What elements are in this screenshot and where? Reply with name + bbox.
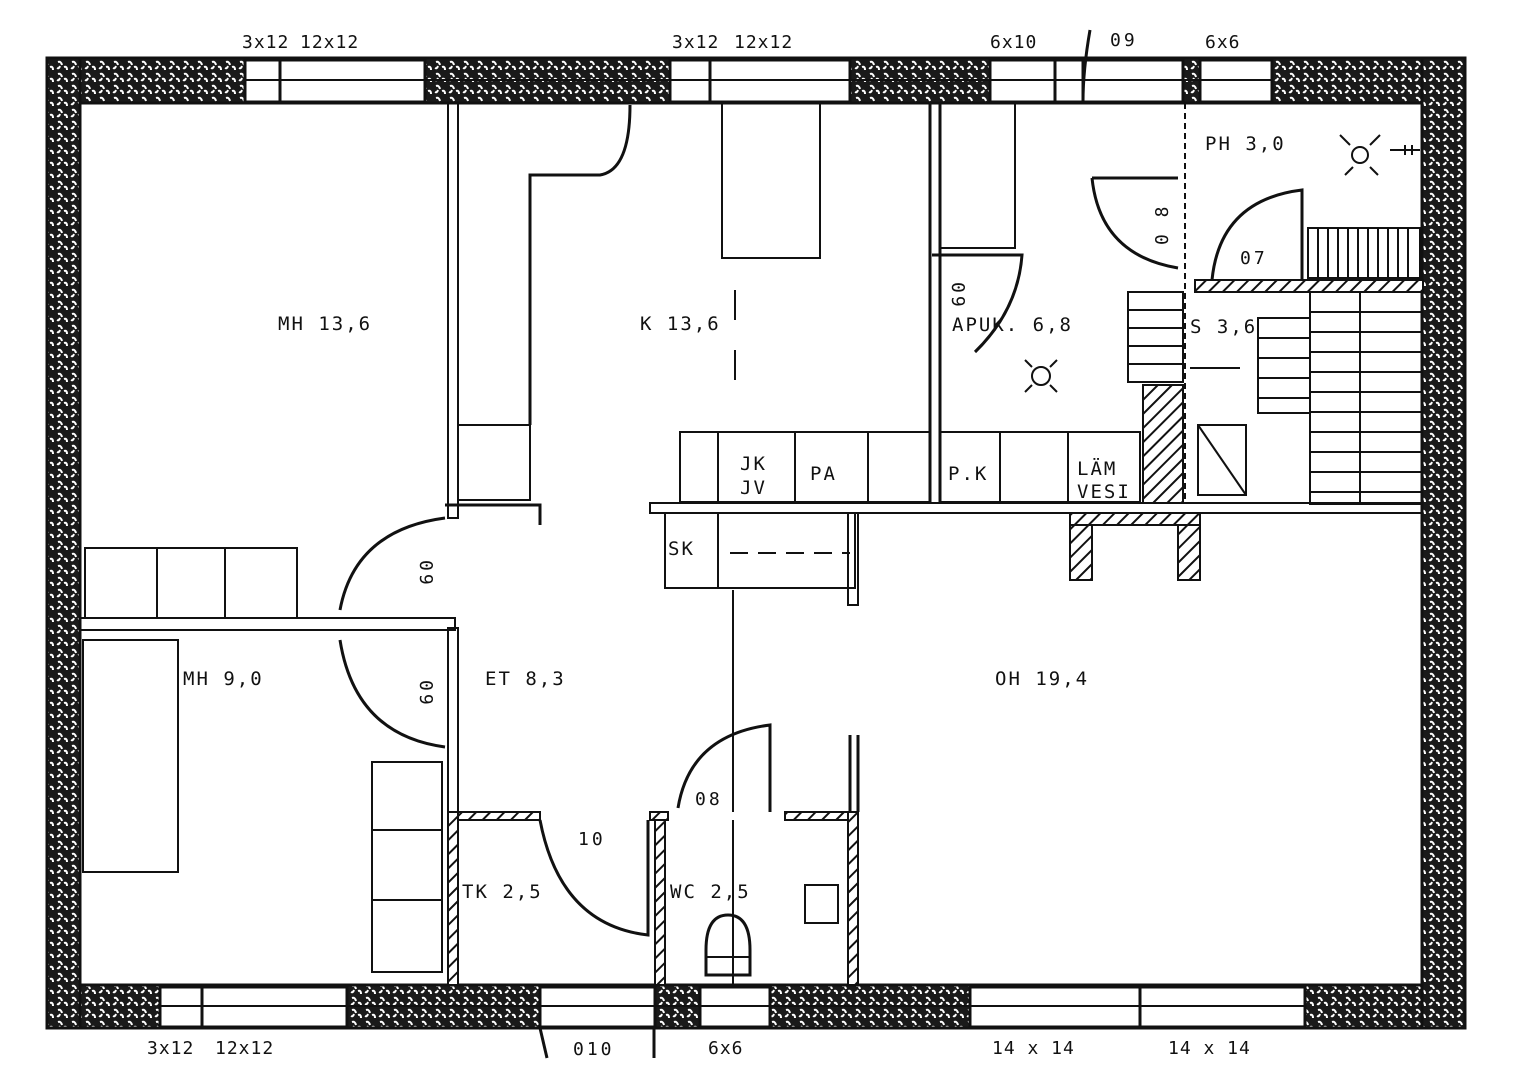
- fixture-label: JV: [740, 477, 767, 499]
- window-size-label: 14 x 14: [992, 1038, 1075, 1059]
- door-width-label: 09: [415, 560, 436, 588]
- window-size-label: 12x12: [300, 32, 359, 53]
- light-fixture-icon: [1024, 134, 1420, 393]
- window-size-label: 6x6: [708, 1038, 744, 1059]
- window-size-label: 3x12: [672, 32, 719, 53]
- window-size-label: 12x12: [215, 1038, 274, 1059]
- room-label: OH 19,4: [995, 668, 1089, 690]
- door-width-label: 07: [1240, 248, 1268, 269]
- window-size-label: 14 x 14: [1168, 1038, 1251, 1059]
- room-label: MH 9,0: [183, 668, 264, 690]
- room-label: TK 2,5: [462, 881, 543, 903]
- room-label: K 13,6: [640, 313, 721, 335]
- door-width-label: 09: [1110, 30, 1138, 51]
- fixture-label: VESI: [1077, 481, 1131, 503]
- kitchen-cabinets: [445, 102, 1141, 606]
- room-label: MH 13,6: [278, 313, 372, 335]
- window-size-label: 3x12: [147, 1038, 194, 1059]
- door-width-label: 08: [695, 789, 723, 810]
- interior-walls: [79, 102, 1424, 986]
- fixture-label: P.K: [948, 463, 988, 485]
- door-width-label: 0 8: [1152, 203, 1173, 245]
- fixture-label: JK: [740, 453, 767, 475]
- room-label: APUK. 6,8: [952, 314, 1073, 336]
- window-size-label: 6x6: [1205, 32, 1241, 53]
- top-windows: [243, 58, 1274, 104]
- furniture: [82, 547, 839, 977]
- bottom-windows: [158, 985, 1307, 1059]
- door-width-label: 10: [578, 829, 606, 850]
- sauna-benches: [1127, 227, 1423, 505]
- window-size-label: 3x12: [242, 32, 289, 53]
- door-width-label: 09: [947, 282, 968, 310]
- door-width-label: 09: [415, 680, 436, 708]
- room-label: WC 2,5: [670, 881, 751, 903]
- window-size-label: 6x10: [990, 32, 1037, 53]
- room-label: ET 8,3: [485, 668, 566, 690]
- door-swings: [338, 29, 1304, 937]
- fixture-label: SK: [668, 538, 695, 560]
- room-label: PH 3,0: [1205, 133, 1286, 155]
- door-width-label: 010: [573, 1039, 615, 1060]
- window-size-label: 12x12: [734, 32, 793, 53]
- fixture-label: PA: [810, 463, 837, 485]
- room-label: S 3,6: [1190, 316, 1257, 338]
- exterior-walls: [45, 56, 1467, 1030]
- fixture-label: LÄM: [1077, 457, 1117, 480]
